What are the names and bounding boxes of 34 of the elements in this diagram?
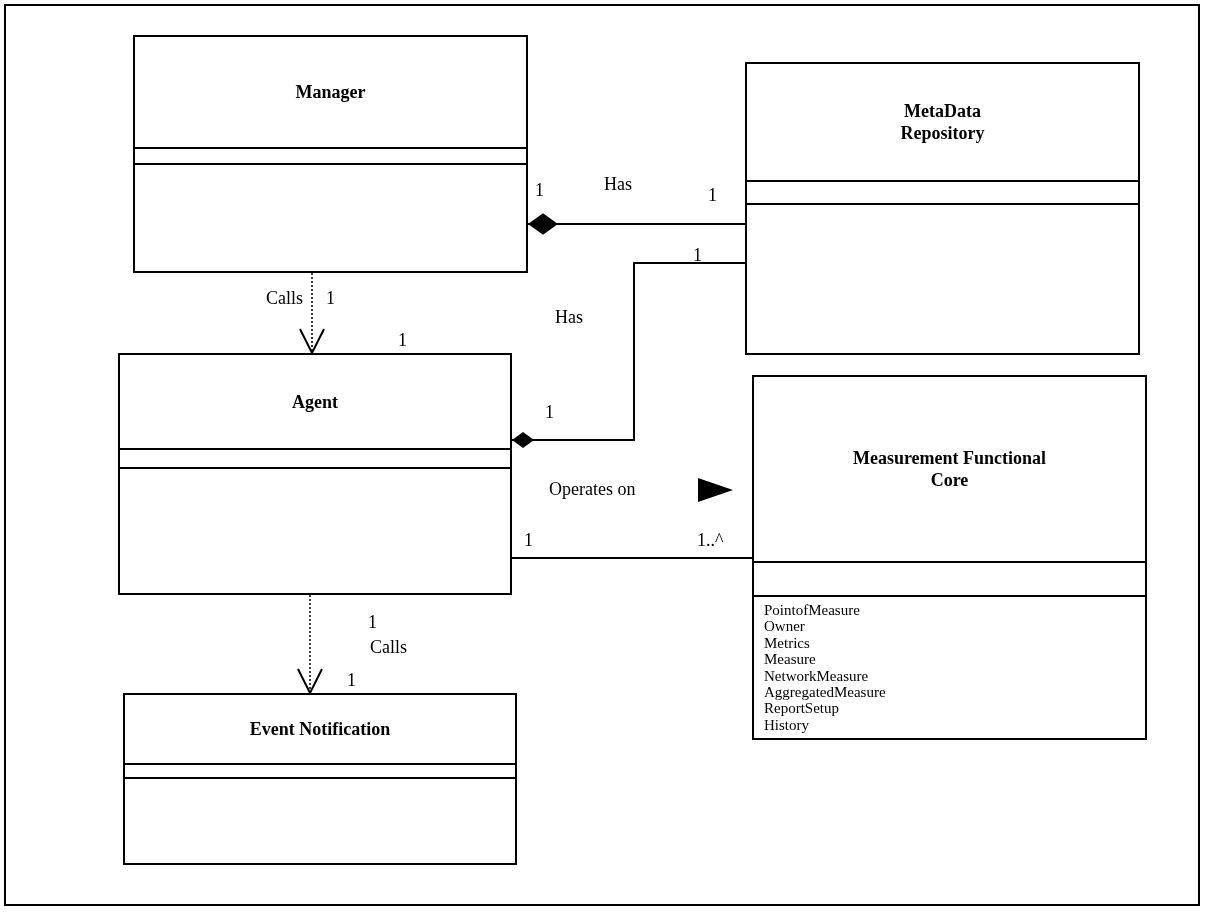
attribute-text: PointofMeasure <box>764 602 860 619</box>
attribute-text: Measure <box>764 651 816 668</box>
association-line <box>511 557 753 559</box>
attribute-text: NetworkMeasure <box>764 667 869 685</box>
class-box <box>752 375 1147 740</box>
multiplicity-label: 1..^ <box>697 530 724 550</box>
multiplicity-label: 1 <box>347 670 356 690</box>
attribute-text: ReportSetup <box>764 700 839 717</box>
attribute-text: Metrics <box>764 634 810 652</box>
dependency-arrow <box>297 594 323 694</box>
dependency-arrow <box>299 272 325 354</box>
attribute-text: Owner <box>764 618 805 635</box>
multiplicity-label: 1 <box>524 530 533 550</box>
class-box <box>745 62 1140 355</box>
multiplicity-label: 1 <box>398 330 407 350</box>
multiplicity-label: 1 <box>535 180 544 200</box>
composition-line <box>527 213 746 235</box>
attribute-text: History <box>764 716 809 734</box>
class-box <box>123 693 517 865</box>
multiplicity-label: 1 <box>708 185 717 205</box>
composition-line <box>511 262 746 448</box>
class-name: Manager <box>295 81 366 103</box>
multiplicity-label: 1 <box>693 245 702 265</box>
class-name: Event Notification <box>249 718 391 740</box>
class-box <box>133 35 528 273</box>
class-name: Measurement Functional Core <box>851 447 1048 491</box>
attribute-text: AggregatedMeasure <box>764 684 886 701</box>
class-name: Agent <box>292 390 338 413</box>
multiplicity-label: 1 <box>545 402 554 422</box>
edge-label: Operates on <box>549 479 636 499</box>
class-name: MetaData Repository <box>899 100 986 144</box>
class-box <box>118 353 512 595</box>
multiplicity-label: 1 <box>326 288 335 308</box>
multiplicity-label: 1 <box>368 612 377 632</box>
